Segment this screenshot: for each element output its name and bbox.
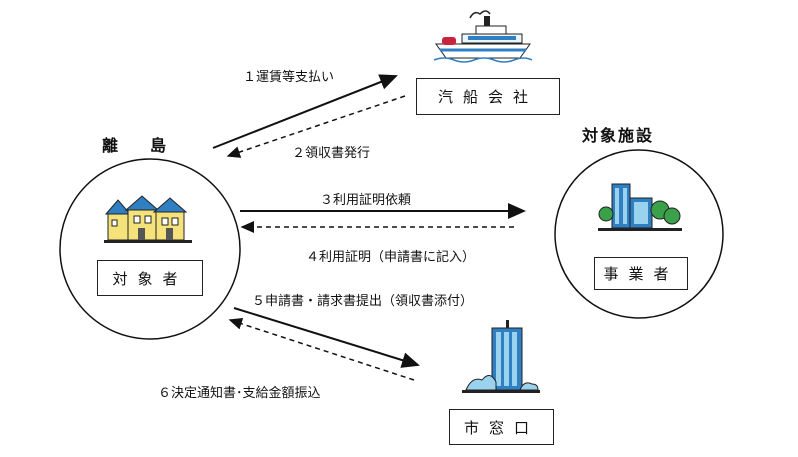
city-office-box: 市窓口 [449, 409, 554, 445]
island-title: 離 島 [102, 136, 167, 155]
flow-label-2: ２領収書発行 [292, 146, 371, 161]
business-operator-label: 事業者 [603, 265, 679, 283]
island-circle [59, 158, 241, 340]
city-hall-tower-icon [462, 320, 540, 393]
target-person-box: 対象者 [97, 260, 203, 296]
flow-label-1: １運賃等支払い [243, 70, 335, 85]
flow-label-6: ６決定通知書･支給金額振込 [158, 386, 321, 401]
flow-label-4: ４利用証明（申請書に記入） [306, 250, 476, 265]
facility-title: 対象施設 [582, 126, 655, 145]
business-operator-box: 事業者 [594, 257, 688, 290]
flow-label-5: ５申請書・請求書提出（領収書添付） [252, 294, 474, 309]
ship-icon [433, 10, 533, 63]
arrow-notification [228, 318, 415, 381]
office-buildings-icon [598, 183, 682, 231]
arrow-application [233, 307, 420, 368]
shipping-company-box: 汽船会社 [416, 78, 560, 115]
shipping-company-label: 汽船会社 [437, 88, 538, 106]
facility-circle [554, 149, 724, 319]
target-person-label: 対象者 [112, 269, 188, 288]
arrow-payment [212, 74, 398, 149]
city-office-label: 市窓口 [463, 418, 539, 437]
flow-label-3: ３利用証明依頼 [320, 193, 412, 208]
arrow-receipt [226, 95, 406, 158]
houses-icon [104, 195, 192, 243]
